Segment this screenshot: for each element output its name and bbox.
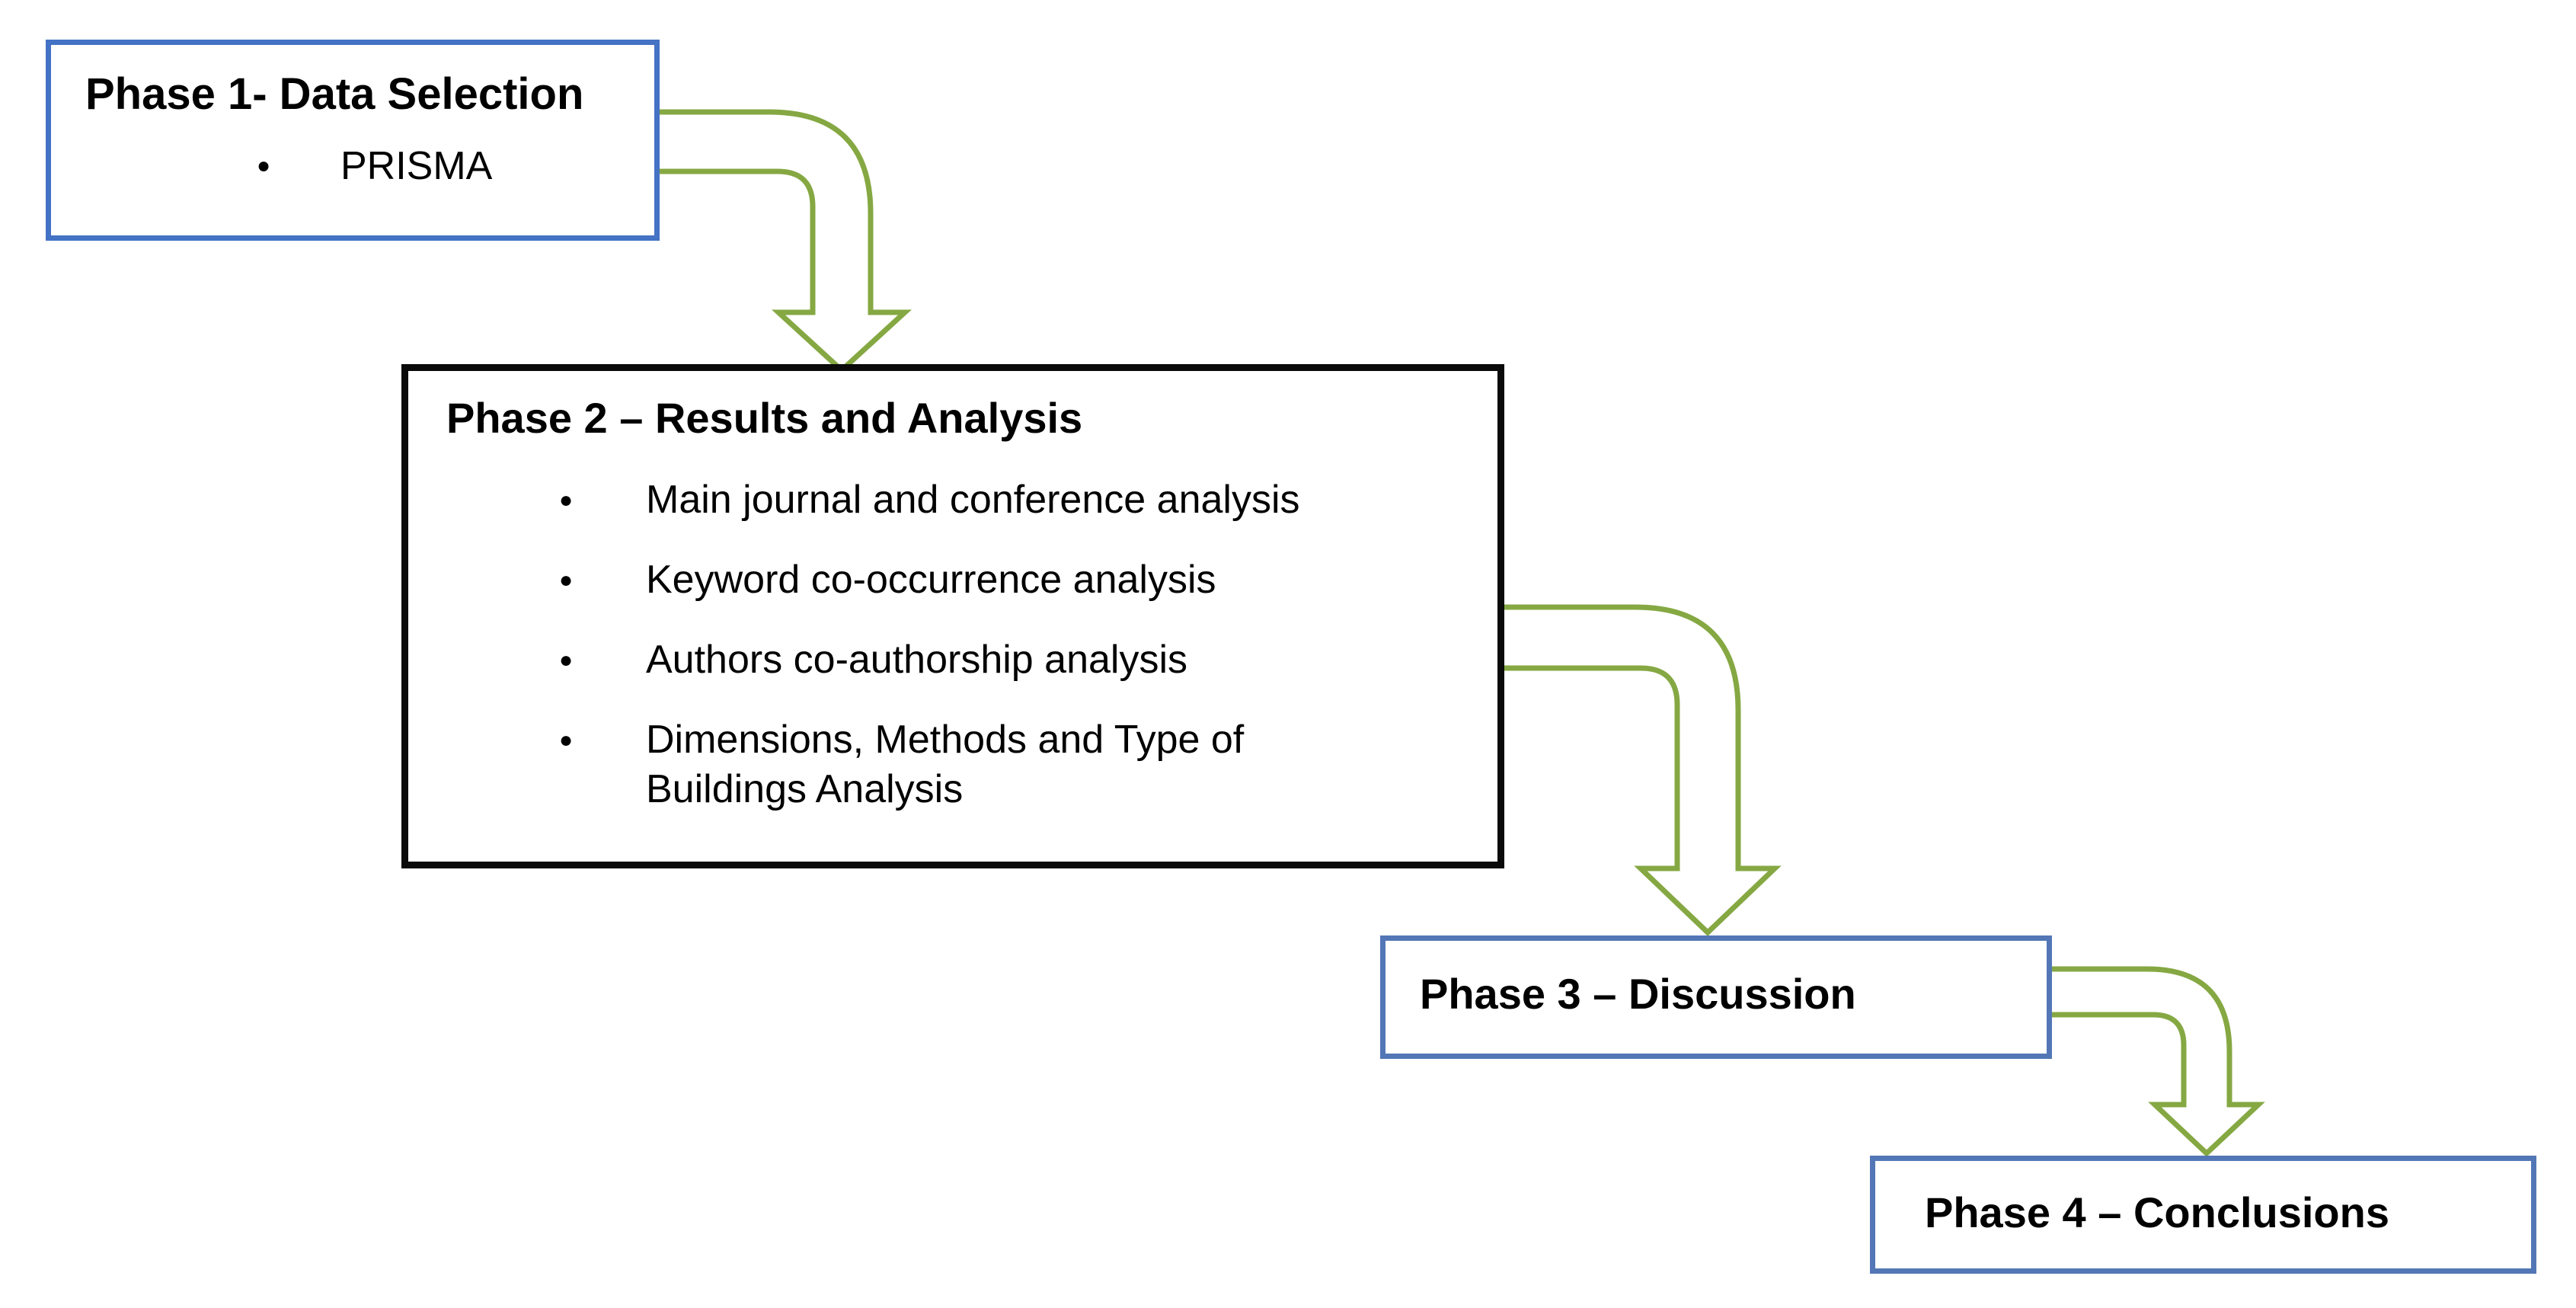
phase-1-title: Phase 1- Data Selection (85, 69, 584, 119)
bullet-icon: ● (559, 728, 574, 753)
bullet-text: Dimensions, Methods and Type of Building… (646, 718, 1245, 812)
phase-2-title: Phase 2 – Results and Analysis (446, 394, 1083, 442)
bullet-icon: ● (257, 152, 271, 178)
phase-3-box: Phase 3 – Discussion (1380, 935, 2052, 1059)
bullet-text: Main journal and conference analysis (646, 478, 1300, 523)
bullet-icon: ● (559, 648, 574, 673)
phase-1-box: Phase 1- Data Selection ● PRISMA (46, 40, 660, 241)
bullet-text: Keyword co-occurrence analysis (646, 558, 1216, 603)
arrow-phase3-to-phase4-icon (2046, 966, 2265, 1157)
arrow-phase2-to-phase3-icon (1497, 604, 1782, 936)
phase-4-title: Phase 4 – Conclusions (1925, 1188, 2389, 1236)
list-item: ● Authors co-authorship analysis (559, 635, 1463, 685)
phase-3-title: Phase 3 – Discussion (1420, 970, 1856, 1019)
phase-2-bullet-list: ● Main journal and conference analysis ●… (446, 475, 1463, 814)
bullet-icon: ● (559, 568, 574, 593)
list-item: ● Dimensions, Methods and Type of Buildi… (559, 715, 1463, 814)
bullet-text: Authors co-authorship analysis (646, 638, 1188, 683)
list-item: ● PRISMA (85, 142, 624, 190)
phase-4-box: Phase 4 – Conclusions (1870, 1156, 2536, 1274)
list-item: ● Main journal and conference analysis (559, 475, 1463, 525)
bullet-text: PRISMA (340, 143, 493, 188)
bullet-icon: ● (559, 488, 574, 513)
phase-2-box: Phase 2 – Results and Analysis ● Main jo… (401, 364, 1504, 868)
arrow-phase1-to-phase2-icon (654, 109, 912, 374)
list-item: ● Keyword co-occurrence analysis (559, 555, 1463, 605)
